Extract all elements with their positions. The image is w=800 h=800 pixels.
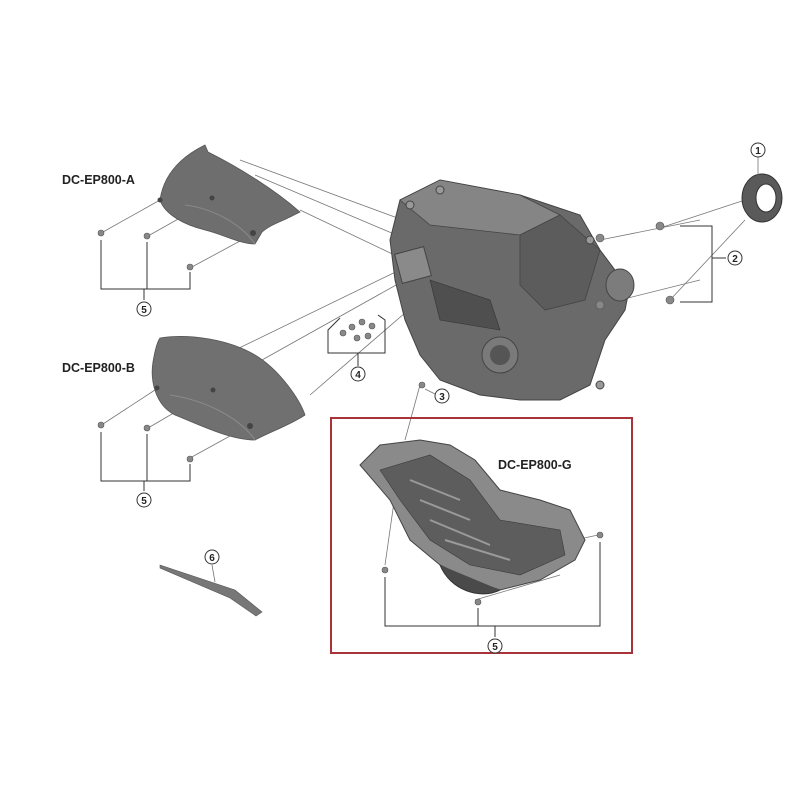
part-label-cover-g: DC-EP800-G [498, 458, 572, 472]
cover-dc-ep800-g [359, 439, 586, 595]
callout-5-cover-b [136, 492, 152, 508]
leader-lines [102, 159, 746, 601]
cover-dc-ep800-b [151, 336, 306, 441]
callout-6 [204, 549, 220, 565]
drive-unit-motor [389, 179, 635, 401]
callout-5-cover-g [487, 638, 503, 654]
callout-1-text: 1 [755, 146, 761, 157]
callout-3-text: 3 [439, 392, 445, 403]
part-label-cover-b: DC-EP800-B [62, 361, 135, 375]
highlight-box-cover-g [330, 417, 633, 654]
callout-1 [750, 142, 766, 158]
bracket-4 [327, 314, 386, 366]
bolts-part-2 [595, 221, 675, 310]
callout-3 [434, 388, 450, 404]
bracket-2 [680, 225, 726, 303]
callout-4-text: 4 [355, 370, 361, 381]
lock-ring-part-1 [741, 157, 783, 223]
callout-5-cover-b-text: 5 [141, 496, 147, 507]
screw-part-3 [418, 381, 426, 389]
bracket-5g [384, 542, 601, 637]
screws-cover-b [97, 421, 194, 463]
screws-cover-a [97, 229, 194, 271]
callout-5-cover-a [136, 301, 152, 317]
callout-5-cover-g-text: 5 [492, 642, 498, 653]
callout-4 [350, 366, 366, 382]
bracket-5a [100, 240, 191, 300]
callout-2-text: 2 [732, 254, 738, 265]
callout-5-cover-a-text: 5 [141, 305, 147, 316]
cover-dc-ep800-a [157, 144, 301, 245]
callout-2 [727, 250, 743, 266]
part-label-cover-a: DC-EP800-A [62, 173, 135, 187]
screws-part-4 [339, 318, 376, 342]
screws-cover-g [381, 531, 604, 606]
bracket-5b [100, 432, 191, 491]
callout-6-text: 6 [209, 553, 215, 564]
tool-part-6 [159, 564, 263, 617]
